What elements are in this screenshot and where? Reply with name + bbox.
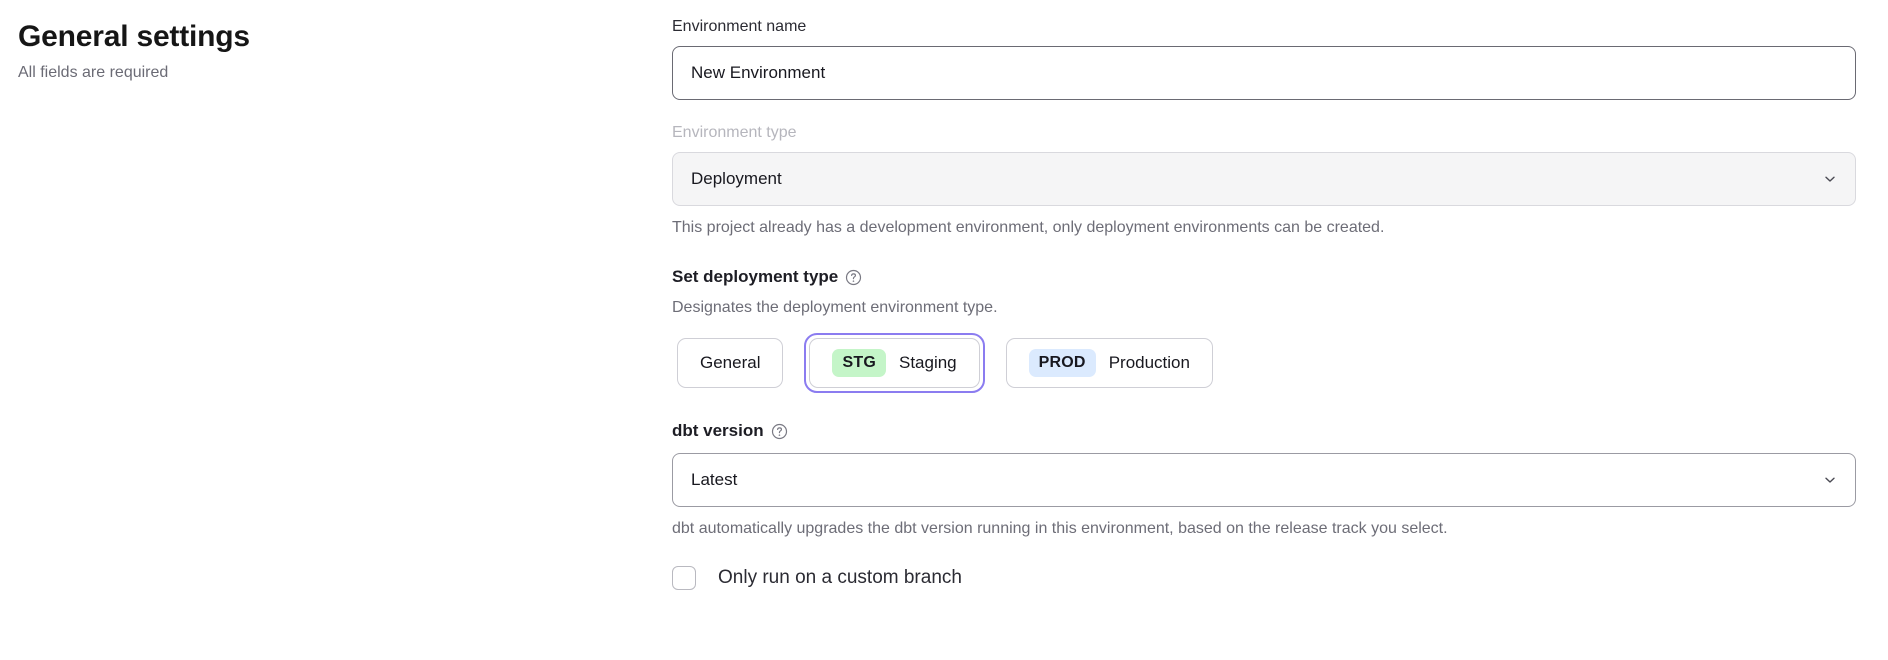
help-circle-icon[interactable] — [845, 269, 862, 286]
staging-badge: STG — [832, 349, 886, 377]
page-title: General settings — [18, 20, 250, 53]
environment-type-help-text: This project already has a development e… — [672, 219, 1385, 236]
deployment-type-option-general-label: General — [700, 353, 761, 372]
dbt-version-help-text: dbt automatically upgrades the dbt versi… — [672, 520, 1448, 537]
environment-name-field-group: Environment name New Environment — [672, 16, 1856, 100]
custom-branch-label: Only run on a custom branch — [718, 567, 962, 588]
deployment-type-option-general-wrapper: General — [672, 333, 788, 393]
dbt-version-heading-row: dbt version — [672, 419, 1856, 443]
environment-type-field-group: Environment type Deployment This project… — [672, 122, 1856, 239]
deployment-type-option-group: General STG Staging PROD Production — [672, 333, 1856, 393]
deployment-type-option-staging[interactable]: STG Staging — [809, 338, 980, 388]
dbt-version-value: Latest — [691, 470, 738, 489]
chevron-down-icon — [1823, 172, 1837, 186]
general-settings-form: Environment name New Environment Environ… — [672, 16, 1856, 590]
environment-name-input[interactable]: New Environment — [672, 46, 1856, 100]
custom-branch-checkbox[interactable] — [672, 566, 696, 590]
deployment-type-option-general[interactable]: General — [677, 338, 784, 388]
deployment-type-option-staging-wrapper: STG Staging — [804, 333, 985, 393]
deployment-type-heading-row: Set deployment type — [672, 265, 1856, 289]
page-subtitle: All fields are required — [18, 64, 169, 81]
deployment-type-option-production-wrapper: PROD Production — [1001, 333, 1218, 393]
deployment-type-option-production[interactable]: PROD Production — [1005, 338, 1213, 388]
dbt-version-select[interactable]: Latest — [672, 453, 1856, 507]
environment-type-value: Deployment — [691, 169, 782, 188]
chevron-down-icon — [1823, 473, 1837, 487]
production-badge: PROD — [1028, 349, 1096, 377]
environment-type-select[interactable]: Deployment — [672, 152, 1856, 206]
deployment-type-option-production-label: Production — [1108, 353, 1190, 372]
custom-branch-row: Only run on a custom branch — [672, 566, 1856, 590]
deployment-type-option-staging-label: Staging — [898, 353, 957, 372]
environment-name-value: New Environment — [691, 63, 826, 82]
help-circle-icon[interactable] — [771, 423, 788, 440]
dbt-version-field-group: dbt version Latest dbt aut — [672, 419, 1856, 540]
environment-name-label: Environment name — [672, 18, 807, 35]
deployment-type-heading: Set deployment type — [672, 267, 839, 286]
settings-header: General settings All fields are required — [18, 18, 618, 84]
environment-type-label: Environment type — [672, 124, 797, 141]
deployment-type-field-group: Set deployment type Designates the deplo… — [672, 265, 1856, 393]
dbt-version-heading: dbt version — [672, 421, 764, 440]
deployment-type-subtext: Designates the deployment environment ty… — [672, 299, 998, 316]
